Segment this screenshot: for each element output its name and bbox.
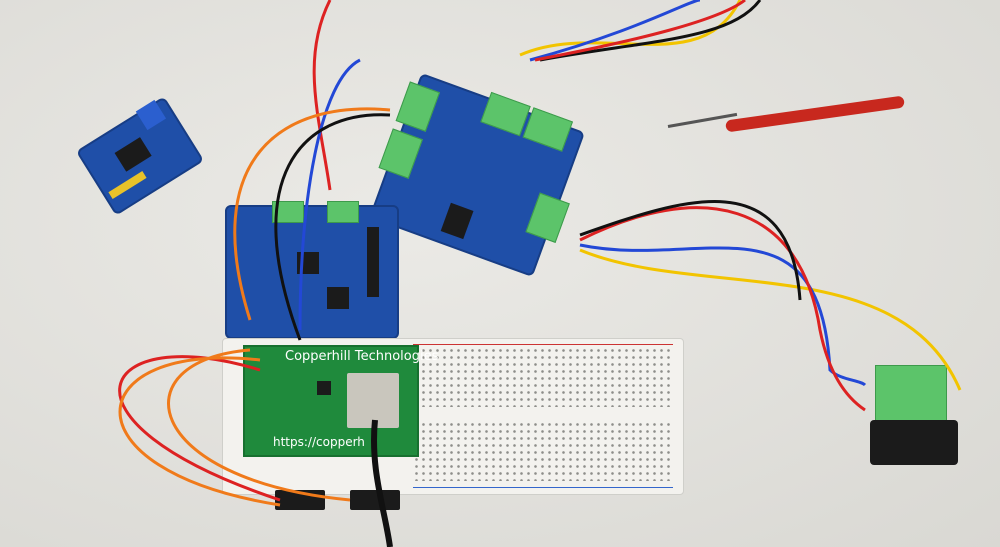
board-url-text: https://copperh [273, 435, 365, 449]
usb-cable [371, 419, 393, 547]
wire-blue [298, 58, 361, 331]
wire-black [539, 0, 762, 62]
wire-red [118, 355, 281, 502]
slide-switch [350, 490, 400, 510]
header-strip [367, 227, 379, 297]
wire-orange [118, 356, 281, 507]
wire-red [579, 206, 866, 412]
wire-red [534, 0, 746, 62]
breadboard-holes [413, 347, 673, 407]
board-brand-text: Copperhill Technologies [285, 349, 439, 364]
wire-black [579, 200, 802, 301]
power-rail-line [413, 344, 673, 345]
wire-yellow [579, 248, 962, 391]
terminal-block [272, 201, 304, 223]
terminal-block [327, 201, 359, 223]
power-rail-line [413, 487, 673, 488]
wire-orange [167, 348, 351, 502]
wire-blue [529, 0, 701, 62]
db9-breakout [865, 365, 960, 470]
breadboard-holes [413, 421, 673, 481]
wire-black [274, 113, 391, 341]
copperhill-board: Copperhill Technologies https://copperh [243, 345, 438, 457]
db9-connector [870, 420, 958, 465]
ic-chip [327, 287, 349, 309]
esp32-module [347, 373, 399, 428]
wire-orange [233, 107, 391, 321]
wire-red [312, 0, 332, 191]
can-shield-board [225, 201, 399, 339]
wire-blue [579, 243, 867, 387]
ic-chip [317, 381, 331, 395]
